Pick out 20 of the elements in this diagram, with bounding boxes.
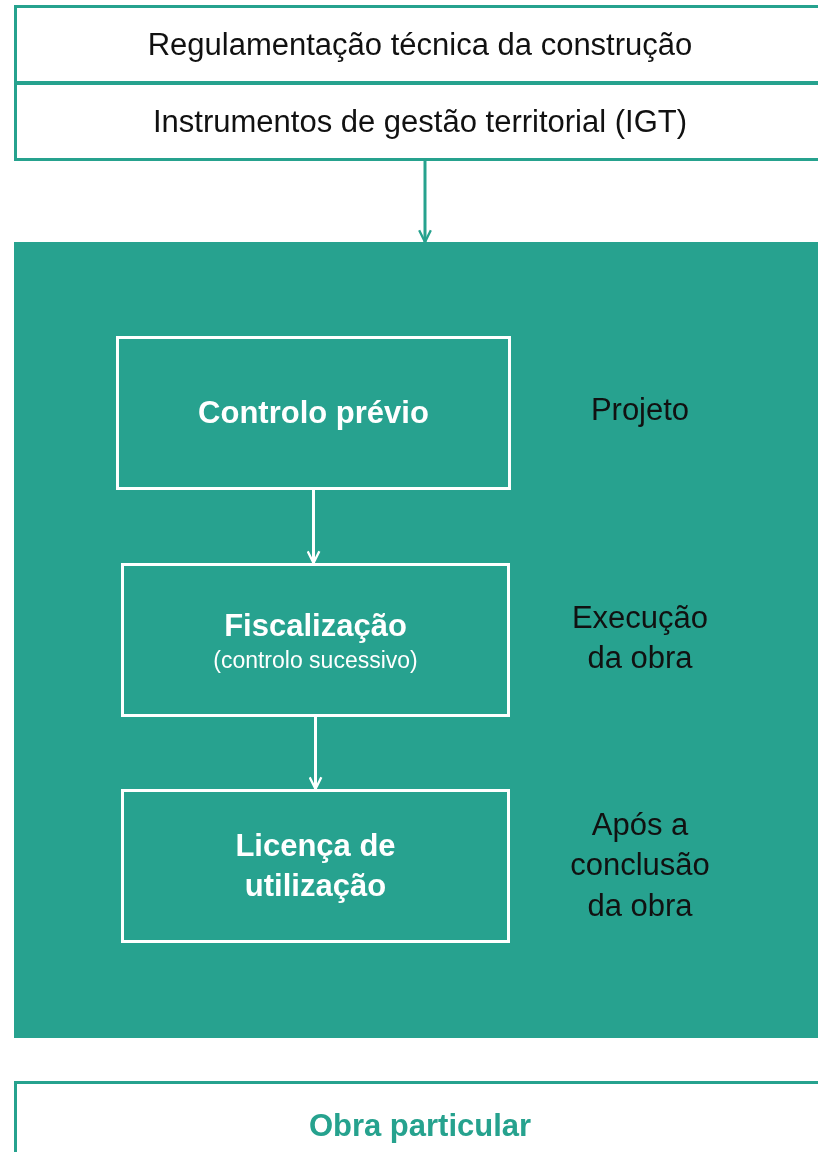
header-band: [14, 1081, 818, 1152]
arrow: [308, 717, 323, 791]
box-title: Licença de utilização: [234, 826, 397, 905]
process-box: [116, 336, 511, 490]
stage-label: Execução da obra: [570, 599, 710, 678]
stage-label: Projeto: [589, 391, 691, 429]
box-title: Fiscalização: [224, 607, 407, 646]
header-band: [14, 82, 818, 161]
box-title: Controlo prévio: [198, 393, 429, 432]
band-text: Regulamentação técnica da construção: [147, 26, 693, 63]
box-subtitle: (controlo sucessivo): [213, 646, 418, 674]
footer-title: Obra particular: [308, 1106, 532, 1145]
arrow: [306, 490, 321, 565]
arrow: [418, 161, 432, 244]
stage-panel: [14, 242, 818, 1038]
header-band: [14, 5, 818, 84]
stage-label: Após a conclusão da obra: [569, 806, 711, 925]
process-box: [121, 563, 510, 717]
band-text: Instrumentos de gestão territorial (IGT): [152, 103, 688, 140]
process-box: [121, 789, 510, 943]
